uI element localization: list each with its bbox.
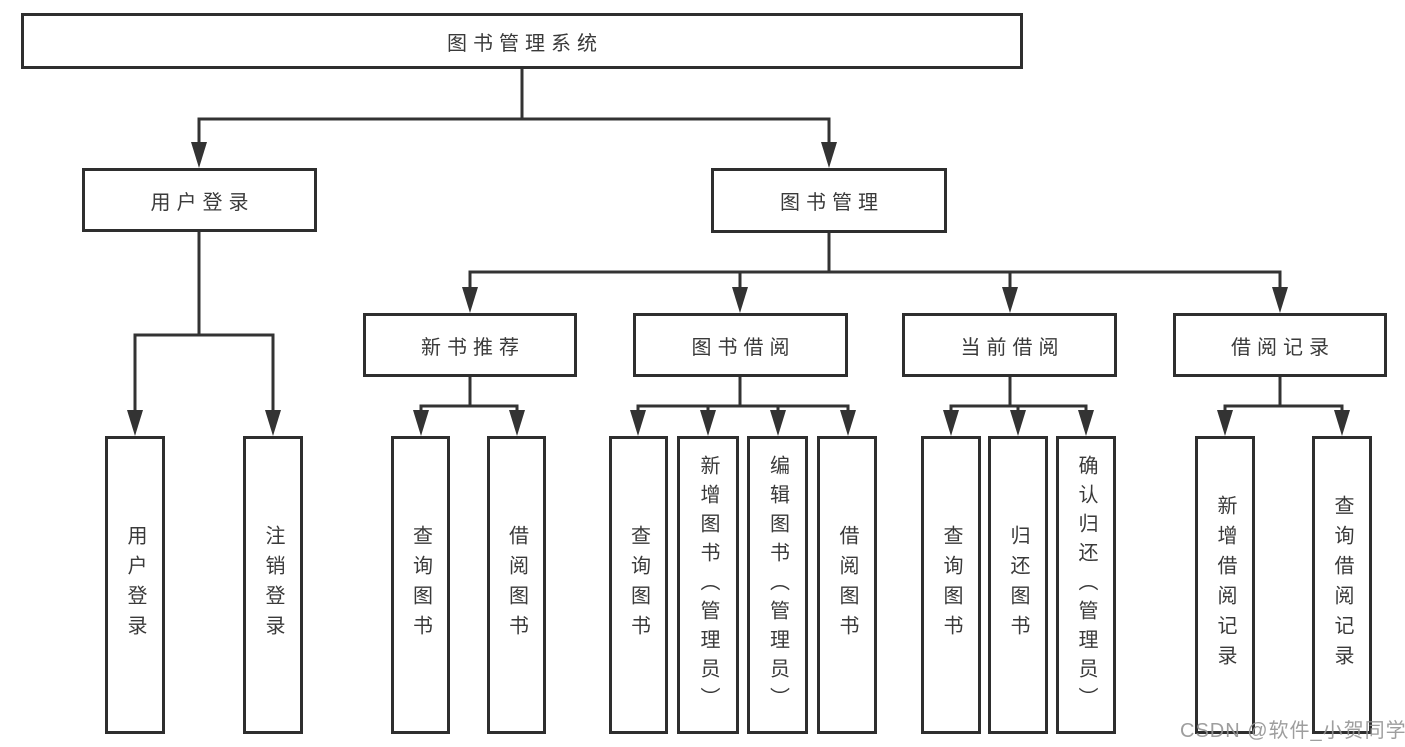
leaf-confirm-return-admin: 确认归还（管理员） xyxy=(1056,436,1116,734)
leaf-edit-book-admin-label: 编辑图书（管理员） xyxy=(766,454,789,716)
leaf-user-login: 用户登录 xyxy=(105,436,165,734)
leaf-recommend-borrow-book-label: 借阅图书 xyxy=(505,525,528,645)
connector-current-borrow-to-leaves xyxy=(943,375,1094,436)
node-book-borrow: 图书借阅 xyxy=(633,313,848,377)
leaf-return-book: 归还图书 xyxy=(988,436,1048,734)
node-user-login: 用户登录 xyxy=(82,168,317,232)
leaf-current-query-book-label: 查询图书 xyxy=(940,525,962,645)
csdn-watermark: CSDN @软件_小贺同学 xyxy=(1180,720,1405,742)
node-user-login-label: 用户登录 xyxy=(150,191,255,214)
node-current-borrow-label: 当前借阅 xyxy=(960,336,1065,359)
node-new-book-recommend: 新书推荐 xyxy=(363,313,577,377)
leaf-edit-book-admin: 编辑图书（管理员） xyxy=(747,436,808,734)
connector-user-login-to-leaves xyxy=(127,230,281,436)
connector-borrow-record-to-leaves xyxy=(1217,375,1350,436)
leaf-borrow-query-book-label: 查询图书 xyxy=(627,525,650,645)
leaf-query-borrow-record-label: 查询借阅记录 xyxy=(1331,495,1353,675)
node-borrow-record-label: 借阅记录 xyxy=(1231,336,1335,359)
leaf-recommend-borrow-book: 借阅图书 xyxy=(487,436,546,734)
node-borrow-record: 借阅记录 xyxy=(1173,313,1387,377)
leaf-add-book-admin-label: 新增图书（管理员） xyxy=(697,454,719,716)
node-root-label: 图书管理系统 xyxy=(447,32,603,55)
leaf-recommend-query-book: 查询图书 xyxy=(391,436,450,734)
node-root: 图书管理系统 xyxy=(21,13,1023,69)
leaf-current-query-book: 查询图书 xyxy=(921,436,981,734)
connector-new-book-recommend-to-leaves xyxy=(413,375,525,436)
leaf-user-login-label: 用户登录 xyxy=(124,525,146,645)
leaf-add-borrow-record-label: 新增借阅记录 xyxy=(1214,495,1236,675)
node-book-management-label: 图书管理 xyxy=(780,192,884,214)
leaf-confirm-return-admin-label: 确认归还（管理员） xyxy=(1075,454,1097,716)
leaf-borrow-book: 借阅图书 xyxy=(817,436,877,734)
leaf-query-borrow-record: 查询借阅记录 xyxy=(1312,436,1372,734)
node-book-management: 图书管理 xyxy=(711,168,947,233)
leaf-logout-label: 注销登录 xyxy=(262,525,284,645)
node-book-borrow-label: 图书借阅 xyxy=(691,336,796,359)
leaf-add-book-admin: 新增图书（管理员） xyxy=(677,436,739,734)
connector-root-to-level2 xyxy=(191,67,837,168)
leaf-add-borrow-record: 新增借阅记录 xyxy=(1195,436,1255,734)
leaf-logout: 注销登录 xyxy=(243,436,303,734)
node-current-borrow: 当前借阅 xyxy=(902,313,1117,377)
leaf-borrow-book-label: 借阅图书 xyxy=(836,525,858,645)
leaf-borrow-query-book: 查询图书 xyxy=(609,436,668,734)
leaf-recommend-query-book-label: 查询图书 xyxy=(409,525,432,645)
leaf-return-book-label: 归还图书 xyxy=(1007,525,1029,645)
connector-book-borrow-to-leaves xyxy=(630,375,856,436)
node-new-book-recommend-label: 新书推荐 xyxy=(421,336,525,359)
connector-book-management-to-level3 xyxy=(462,231,1288,313)
